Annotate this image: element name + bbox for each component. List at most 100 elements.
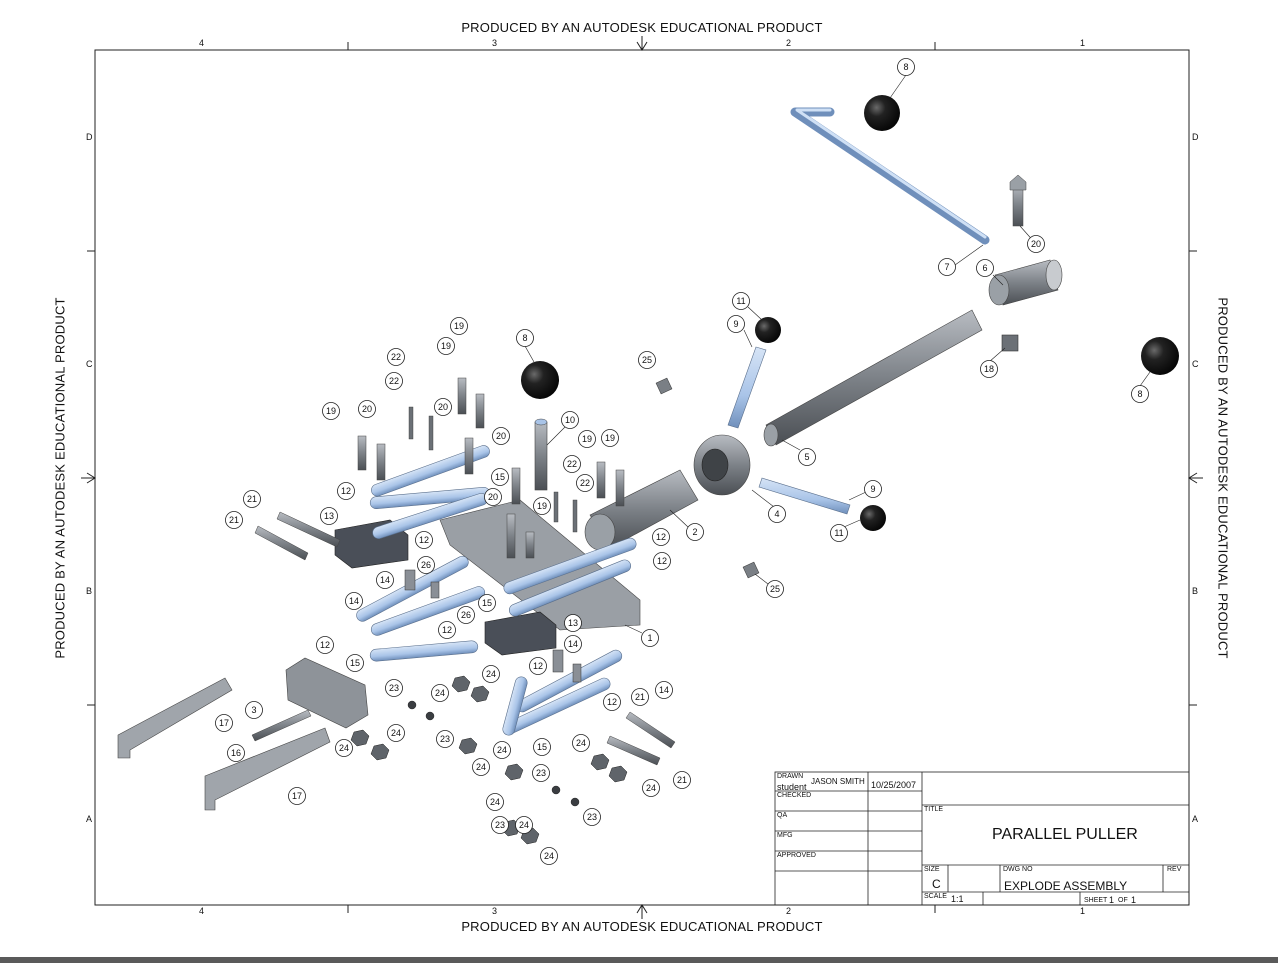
part-balloon: 9 xyxy=(727,315,745,333)
sheet-label: SHEET xyxy=(1084,897,1108,904)
drawn-by: JASON SMITH xyxy=(811,777,865,786)
part-balloon-number: 23 xyxy=(495,820,505,830)
part-balloon: 19 xyxy=(437,337,455,355)
part-balloon-number: 20 xyxy=(1031,239,1041,249)
part-balloon: 25 xyxy=(638,351,656,369)
part-balloon: 22 xyxy=(576,474,594,492)
part-balloon: 19 xyxy=(578,430,596,448)
spacers xyxy=(404,569,582,683)
part-balloon: 9 xyxy=(864,480,882,498)
pin-part xyxy=(727,346,767,429)
part-balloon: 24 xyxy=(493,741,511,759)
part-balloon-number: 12 xyxy=(657,556,667,566)
part-balloon: 22 xyxy=(385,372,403,390)
part-balloon-number: 14 xyxy=(349,596,359,606)
part-balloon-number: 12 xyxy=(656,532,666,542)
drawn-label: DRAWN xyxy=(777,773,804,780)
part-balloon-number: 17 xyxy=(219,718,229,728)
part-balloon-number: 24 xyxy=(391,728,401,738)
part-balloon: 20 xyxy=(1027,235,1045,253)
part-balloon: 19 xyxy=(533,497,551,515)
part-balloon-number: 12 xyxy=(419,535,429,545)
part-balloon-number: 3 xyxy=(251,705,256,715)
zone-row-label: B xyxy=(1192,586,1199,596)
part-balloon: 14 xyxy=(345,592,363,610)
part-balloon-number: 20 xyxy=(438,402,448,412)
part-balloon: 23 xyxy=(583,808,601,826)
part-balloon-number: 26 xyxy=(461,610,471,620)
size-value: C xyxy=(932,877,941,891)
part-balloon: 19 xyxy=(450,317,468,335)
part-balloon-number: 24 xyxy=(576,738,586,748)
part-balloon-number: 20 xyxy=(488,492,498,502)
part-balloon: 21 xyxy=(631,688,649,706)
zone-col-label: 2 xyxy=(786,38,792,48)
part-balloon-number: 19 xyxy=(582,434,592,444)
part-balloon-number: 25 xyxy=(642,355,652,365)
part-balloon: 11 xyxy=(830,524,848,542)
part-balloon: 21 xyxy=(243,490,261,508)
zone-row-label: D xyxy=(1192,132,1199,142)
part-balloon-number: 10 xyxy=(565,415,575,425)
part-balloon-number: 24 xyxy=(435,688,445,698)
part-balloon: 8 xyxy=(1131,385,1149,403)
part-balloon-number: 12 xyxy=(320,640,330,650)
drawn-date: 10/25/2007 xyxy=(871,780,917,790)
part-balloon-number: 14 xyxy=(568,639,578,649)
part-balloon: 1 xyxy=(641,629,659,647)
part-balloon: 10 xyxy=(561,411,579,429)
part-balloon: 8 xyxy=(897,58,915,76)
part-balloon-number: 5 xyxy=(804,452,809,462)
part-balloon: 6 xyxy=(976,259,994,277)
qa-label: QA xyxy=(777,812,788,819)
of-label: OF xyxy=(1118,897,1128,904)
zone-row-label: C xyxy=(86,359,93,369)
part-balloon-number: 24 xyxy=(476,762,486,772)
part-balloon: 16 xyxy=(227,744,245,762)
jaw-part xyxy=(117,677,233,759)
knob-part xyxy=(521,361,559,399)
part-balloon-number: 19 xyxy=(326,406,336,416)
part-balloon-number: 21 xyxy=(677,775,687,785)
zone-col-label: 3 xyxy=(492,906,498,916)
jaw-holder-part xyxy=(285,657,369,729)
part-balloon-number: 24 xyxy=(497,745,507,755)
size-label: SIZE xyxy=(924,866,940,873)
part-balloon: 23 xyxy=(532,764,550,782)
part-balloon-number: 15 xyxy=(495,472,505,482)
part-balloon: 20 xyxy=(492,427,510,445)
part-balloon-number: 6 xyxy=(982,263,987,273)
part-balloon: 14 xyxy=(564,635,582,653)
part-balloon: 24 xyxy=(486,793,504,811)
part-balloon-number: 21 xyxy=(635,692,645,702)
part-balloon-number: 8 xyxy=(1137,389,1142,399)
part-balloon-number: 22 xyxy=(391,352,401,362)
sheet-value: 1 xyxy=(1109,895,1115,905)
part-balloon-number: 9 xyxy=(870,484,875,494)
part-balloon-number: 18 xyxy=(984,364,994,374)
part-balloon: 12 xyxy=(603,693,621,711)
part-balloon-number: 19 xyxy=(537,501,547,511)
part-balloon: 12 xyxy=(316,636,334,654)
part-balloon-number: 8 xyxy=(522,333,527,343)
zone-ticks xyxy=(87,42,1197,913)
part-balloon: 23 xyxy=(491,816,509,834)
part-balloon: 24 xyxy=(387,724,405,742)
part-balloon-number: 21 xyxy=(247,494,257,504)
viewer-bottom-bar xyxy=(0,957,1278,963)
part-balloon-number: 14 xyxy=(380,575,390,585)
part-balloon-number: 24 xyxy=(519,820,529,830)
part-balloon: 24 xyxy=(515,816,533,834)
dwg-no-label: DWG NO xyxy=(1003,866,1033,873)
part-balloon-number: 2 xyxy=(692,527,697,537)
bolt-cluster xyxy=(357,377,625,559)
pin-part xyxy=(758,477,851,515)
part-balloon: 19 xyxy=(601,429,619,447)
zone-row-label: A xyxy=(86,814,93,824)
part-balloon: 15 xyxy=(478,594,496,612)
bolt-part xyxy=(1012,183,1024,227)
part-balloon-number: 8 xyxy=(903,62,908,72)
part-balloon: 26 xyxy=(417,556,435,574)
part-balloon-number: 22 xyxy=(580,478,590,488)
